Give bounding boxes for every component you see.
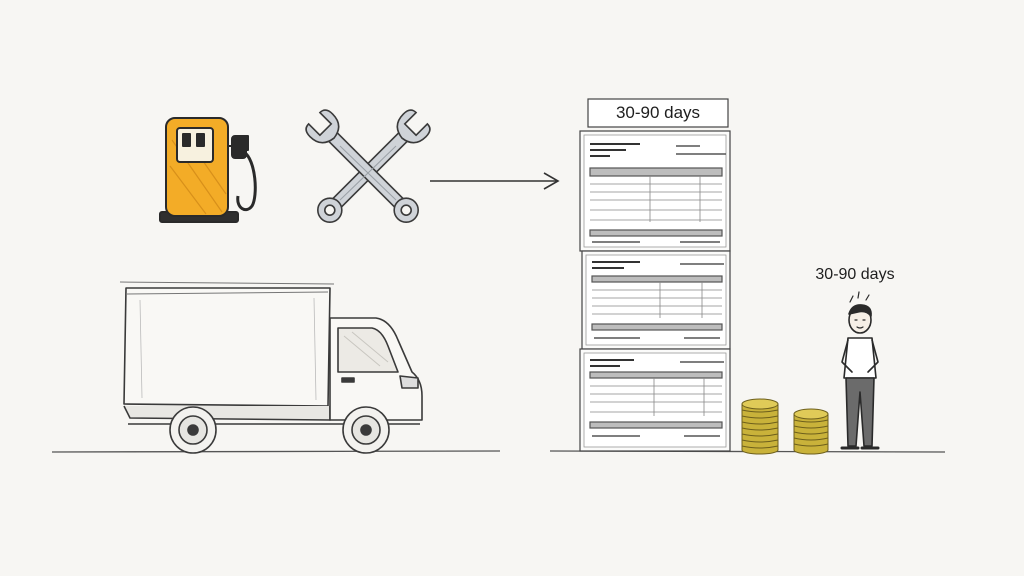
invoice-document (579, 348, 731, 452)
delivery-truck (119, 281, 423, 454)
invoice-document (579, 130, 731, 252)
invoice-terms-label: 30-90 days (615, 103, 701, 122)
fuel-pump-icon (159, 117, 257, 223)
wrench-icon (305, 109, 431, 223)
invoice-document (581, 250, 731, 350)
waiting-person (840, 291, 880, 450)
truck-wheel-front (342, 406, 390, 454)
coin-stack (793, 408, 829, 455)
truck-wheel-rear (169, 406, 217, 454)
terms-label-box (587, 98, 729, 128)
invoice-stack (579, 98, 731, 452)
arrow-right-icon (430, 172, 560, 190)
coin-stack (741, 398, 779, 455)
waiting-terms-label: 30-90 days (815, 266, 895, 283)
